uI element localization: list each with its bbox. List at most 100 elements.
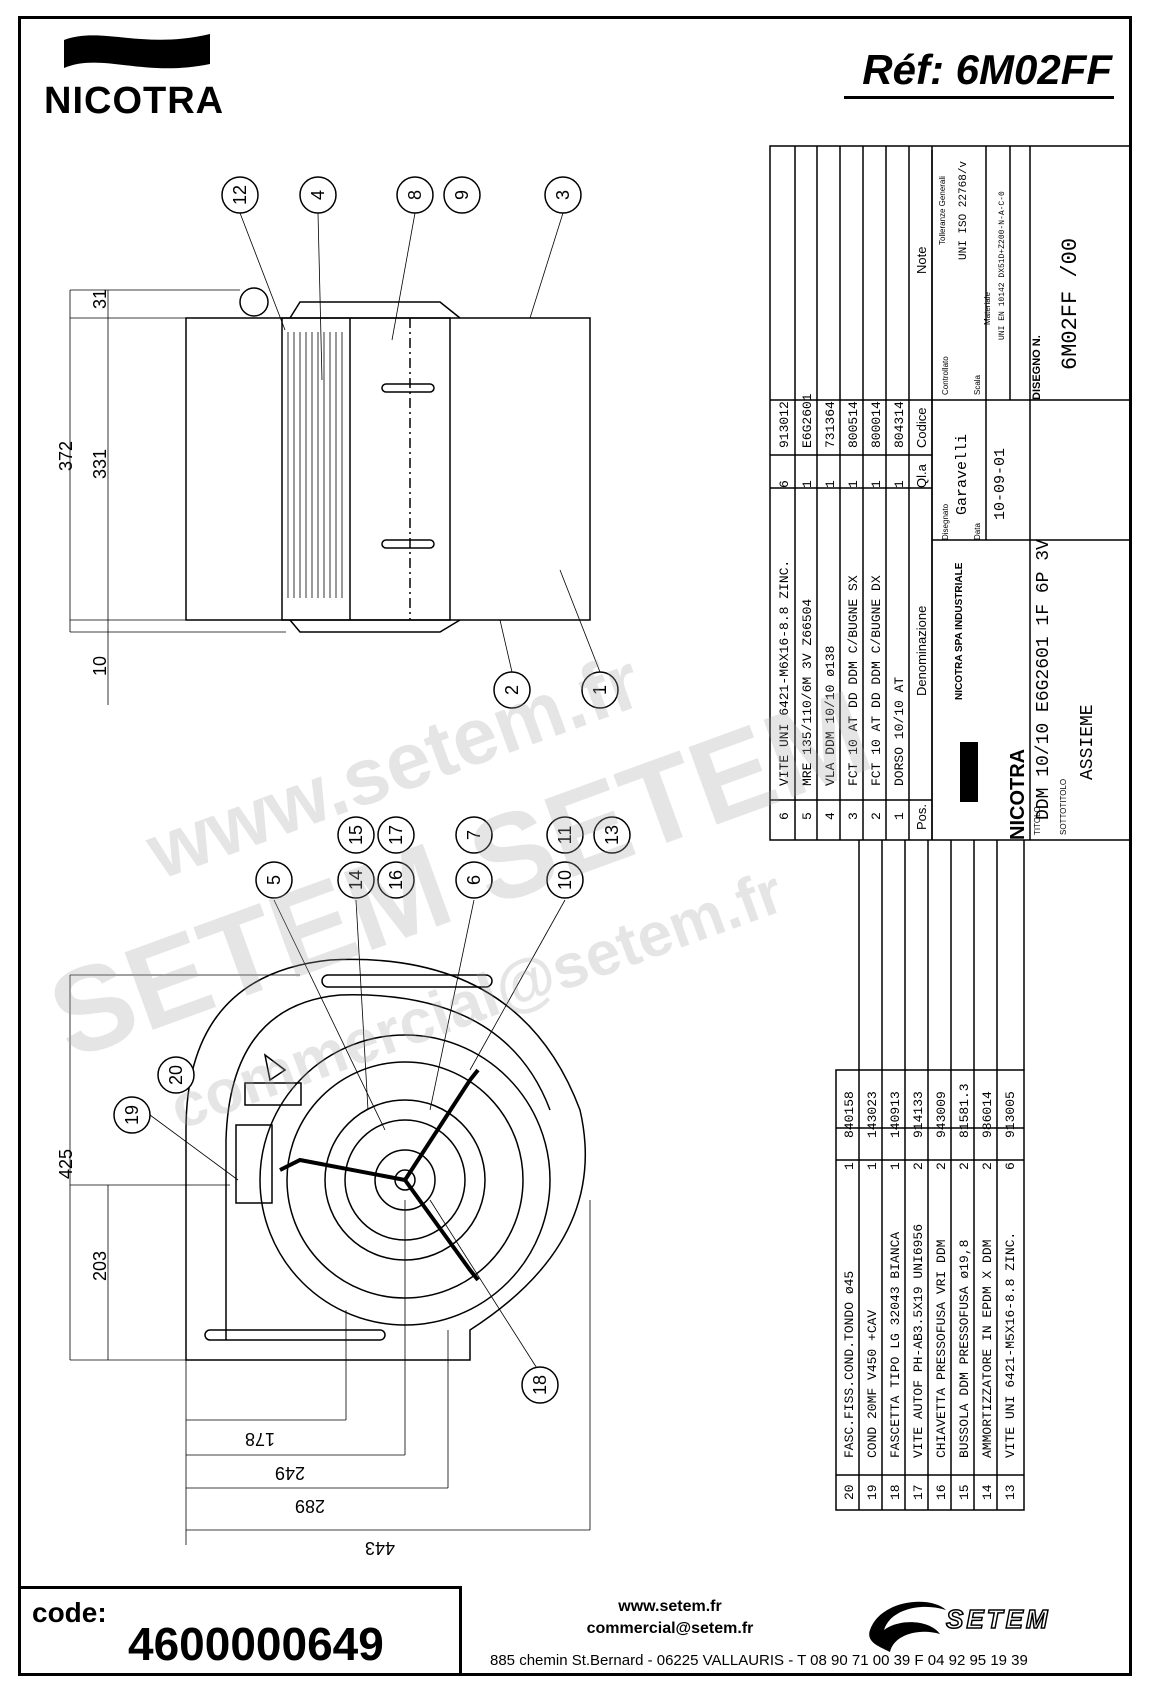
svg-text:19: 19: [122, 1105, 142, 1125]
svg-text:804314: 804314: [892, 401, 907, 448]
svg-text:2: 2: [869, 812, 884, 820]
svg-text:E6G2601: E6G2601: [800, 393, 815, 448]
drawing-number: 6M02FF /00: [1058, 238, 1083, 370]
callout-15: 15: [337, 816, 375, 854]
contact-info: www.setem.fr commercial@setem.fr: [470, 1596, 870, 1640]
svg-text:18: 18: [530, 1375, 550, 1395]
svg-text:CHIAVETTA PRESSOFUSA VRI DDM: CHIAVETTA PRESSOFUSA VRI DDM: [934, 1240, 949, 1458]
svg-text:2: 2: [911, 1162, 926, 1170]
parts-table-top: [769, 145, 1131, 841]
svg-text:1: 1: [865, 1162, 880, 1170]
svg-text:MRE 135/110/6M 3V Z66504: MRE 135/110/6M 3V Z66504: [800, 599, 815, 786]
svg-text:Denominazione: Denominazione: [914, 606, 929, 696]
svg-text:840158: 840158: [842, 1091, 857, 1138]
svg-text:Pos.: Pos.: [914, 804, 929, 830]
svg-text:Tolleranze Generali: Tolleranze Generali: [938, 176, 947, 245]
callout-5: 5: [255, 861, 293, 899]
svg-text:3: 3: [846, 812, 861, 820]
callout-11: 11: [546, 816, 584, 854]
svg-text:5: 5: [264, 875, 284, 885]
svg-text:COND 20MF V450 +CAV: COND 20MF V450 +CAV: [865, 1310, 880, 1458]
svg-text:Data: Data: [973, 523, 982, 540]
svg-text:DORSO 10/10 AT: DORSO 10/10 AT: [892, 677, 907, 786]
svg-text:Controllato: Controllato: [941, 356, 950, 395]
reference-underline: [844, 96, 1114, 99]
callout-2: 2: [493, 671, 531, 709]
dim-331: 331: [90, 449, 110, 479]
svg-text:12: 12: [230, 185, 250, 205]
drawing-date: 10-09-01: [992, 448, 1009, 520]
svg-text:VITE UNI 6421-M6X16-8.8 ZINC.: VITE UNI 6421-M6X16-8.8 ZINC.: [777, 560, 792, 786]
svg-text:913005: 913005: [1003, 1091, 1018, 1138]
title-block-logo: NICOTRA: [960, 742, 1029, 840]
svg-text:1: 1: [590, 685, 610, 695]
svg-text:AMMORTIZZATORE IN EPDM X DDM: AMMORTIZZATORE IN EPDM X DDM: [980, 1240, 995, 1458]
callout-12: 12: [221, 176, 259, 214]
svg-text:800514: 800514: [846, 401, 861, 448]
svg-text:Materiale: Materiale: [983, 292, 992, 325]
svg-text:FASCETTA TIPO LG 32043 BIANCA: FASCETTA TIPO LG 32043 BIANCA: [888, 1232, 903, 1458]
svg-text:81581.3: 81581.3: [957, 1083, 972, 1138]
svg-text:6: 6: [464, 875, 484, 885]
callout-1: 1: [581, 671, 619, 709]
svg-text:943009: 943009: [934, 1091, 949, 1138]
svg-text:Disegnato: Disegnato: [941, 503, 950, 540]
svg-text:16: 16: [934, 1484, 949, 1500]
setem-logo-swoosh: [869, 1601, 946, 1652]
svg-text:14: 14: [980, 1484, 995, 1500]
svg-text:2: 2: [934, 1162, 949, 1170]
svg-text:17: 17: [911, 1484, 926, 1500]
parts-table-bottom: [835, 1069, 1025, 1511]
svg-text:FASC.FISS.COND.TONDO ø45: FASC.FISS.COND.TONDO ø45: [842, 1271, 857, 1458]
svg-text:6: 6: [777, 812, 792, 820]
tolerances: UNI ISO 22768/v: [958, 161, 970, 260]
svg-text:14: 14: [346, 870, 366, 890]
svg-text:13: 13: [1003, 1484, 1018, 1500]
drawing-title: DDM 10/10 E6G2601 1F 6P 3V: [1034, 539, 1054, 820]
svg-text:731364: 731364: [823, 401, 838, 448]
svg-text:2: 2: [980, 1162, 995, 1170]
svg-text:1: 1: [892, 480, 907, 488]
dim-249: 249: [275, 1463, 305, 1483]
callout-7: 7: [455, 816, 493, 854]
svg-text:VLA DDM 10/10 ø138: VLA DDM 10/10 ø138: [823, 646, 838, 786]
dim-31: 31: [90, 289, 110, 309]
svg-text:VITE UNI 6421-M5X16-8.8 ZINC.: VITE UNI 6421-M5X16-8.8 ZINC.: [1003, 1232, 1018, 1458]
svg-text:19: 19: [865, 1484, 880, 1500]
callout-3: 3: [544, 176, 582, 214]
nicotra-logo-wave: [64, 34, 210, 69]
svg-text:SOTTOTITOLO: SOTTOTITOLO: [1059, 779, 1068, 835]
svg-text:10: 10: [555, 870, 575, 890]
svg-text:140913: 140913: [888, 1091, 903, 1138]
callout-19: 19: [113, 1096, 151, 1134]
callout-16: 16: [377, 861, 415, 899]
svg-text:1: 1: [823, 480, 838, 488]
dim-289: 289: [295, 1496, 325, 1516]
svg-text:1: 1: [846, 480, 861, 488]
dim-443: 443: [365, 1538, 395, 1558]
svg-text:NICOTRA: NICOTRA: [1007, 749, 1029, 840]
callout-4: 4: [299, 176, 337, 214]
svg-text:800014: 800014: [869, 401, 884, 448]
svg-text:16: 16: [386, 870, 406, 890]
svg-text:18: 18: [888, 1484, 903, 1500]
setem-logo-text: SETEM: [945, 1603, 1051, 1635]
svg-text:FCT 10 AT DD DDM C/BUGNE DX: FCT 10 AT DD DDM C/BUGNE DX: [869, 575, 884, 786]
dim-372: 372: [56, 441, 76, 471]
dim-178: 178: [245, 1429, 275, 1449]
svg-text:Codice: Codice: [914, 408, 929, 448]
address: 885 chemin St.Bernard - 06225 VALLAURIS …: [490, 1652, 1028, 1669]
code-box: code: 4600000649: [18, 1586, 462, 1676]
svg-text:8: 8: [405, 190, 425, 200]
brand-name: NICOTRA: [44, 80, 225, 122]
svg-text:1: 1: [842, 1162, 857, 1170]
svg-text:VITE AUTOF PH-AB3.5X19 UNI6956: VITE AUTOF PH-AB3.5X19 UNI6956: [911, 1224, 926, 1458]
svg-text:9: 9: [452, 190, 472, 200]
website-link[interactable]: www.setem.fr: [618, 1598, 722, 1615]
email-link[interactable]: commercial@setem.fr: [586, 1620, 754, 1637]
callout-8: 8: [396, 176, 434, 214]
capacitor: [235, 1124, 273, 1204]
svg-text:FCT 10 AT DD DDM C/BUGNE SX: FCT 10 AT DD DDM C/BUGNE SX: [846, 575, 861, 786]
callout-20: 20: [157, 1056, 195, 1094]
